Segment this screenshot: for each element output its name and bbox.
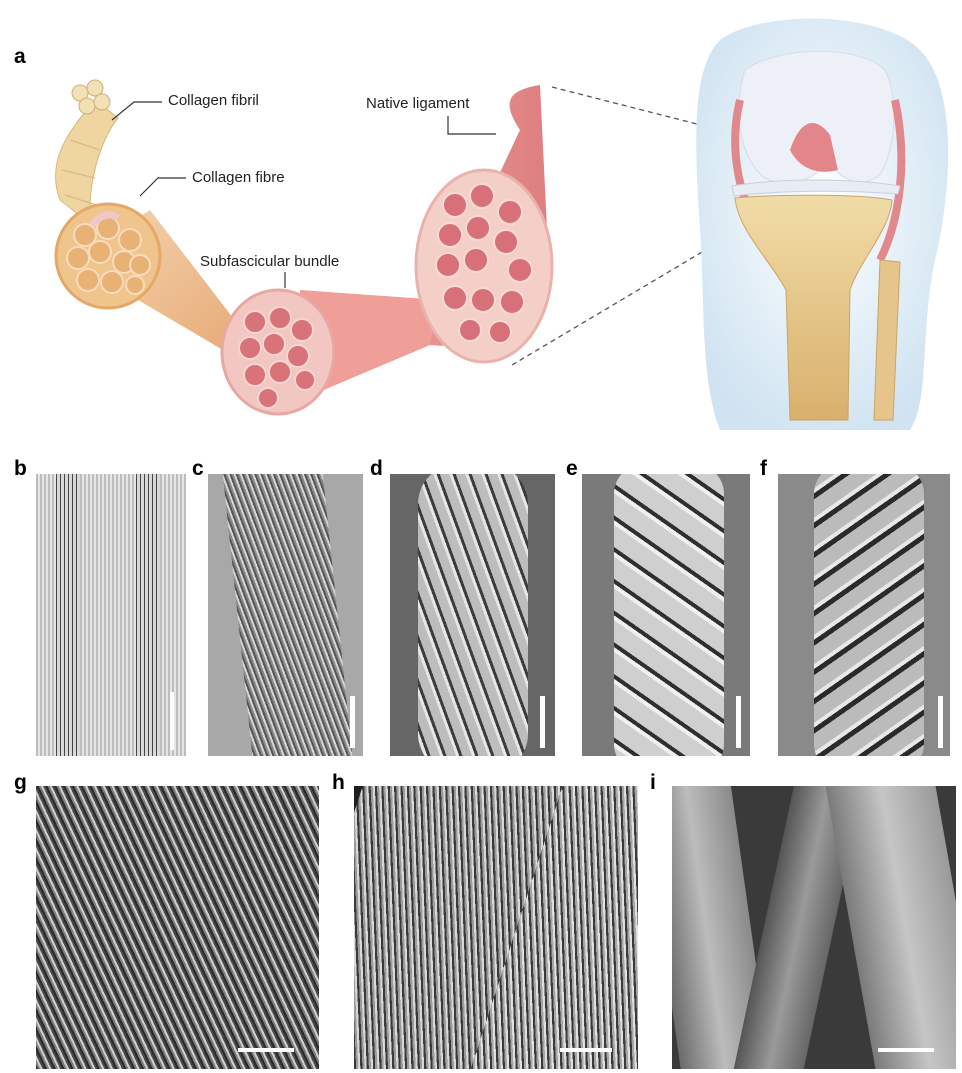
- panel-label-h: h: [332, 771, 345, 794]
- collagen-fibril-illustration: [55, 79, 119, 227]
- micrograph-i: [672, 786, 956, 1069]
- ligament-hierarchy-illustration: [54, 18, 949, 431]
- callout-leader-lines: [111, 101, 496, 288]
- scale-bar-c: [350, 696, 355, 748]
- micrograph-f: [778, 474, 950, 756]
- scale-bar-e: [736, 696, 741, 748]
- panel-label-g: g: [14, 771, 27, 794]
- scale-bar-g: [238, 1048, 294, 1052]
- label-collagen-fibril: Collagen fibril: [168, 92, 259, 109]
- panel-label-i: i: [650, 771, 656, 794]
- scale-bar-f: [938, 696, 943, 748]
- scale-bar-h: [560, 1048, 612, 1052]
- native-ligament-cross-section: [414, 168, 554, 364]
- panel-label-a: a: [14, 45, 26, 68]
- panel-label-e: e: [566, 457, 578, 480]
- panel-label-c: c: [192, 457, 204, 480]
- micrograph-h: [354, 786, 638, 1069]
- collagen-fibre-illustration: [54, 202, 250, 360]
- scale-bar-b: [170, 692, 174, 750]
- label-native-ligament: Native ligament: [366, 95, 470, 112]
- micrograph-b: [36, 474, 186, 756]
- label-subfascicular-bundle: Subfascicular bundle: [200, 253, 340, 270]
- panel-label-d: d: [370, 457, 383, 480]
- micrograph-d: [390, 474, 555, 756]
- panel-label-f: f: [760, 457, 767, 480]
- scale-bar-d: [540, 696, 545, 748]
- micrograph-e: [582, 474, 750, 756]
- panel-label-b: b: [14, 457, 27, 480]
- micrograph-c: [208, 474, 363, 756]
- knee-joint-illustration: [696, 18, 949, 431]
- micrograph-g: [36, 786, 319, 1069]
- subfascicular-bundle-cross-section: [220, 288, 336, 416]
- label-collagen-fibre: Collagen fibre: [192, 169, 285, 186]
- scale-bar-i: [878, 1048, 934, 1052]
